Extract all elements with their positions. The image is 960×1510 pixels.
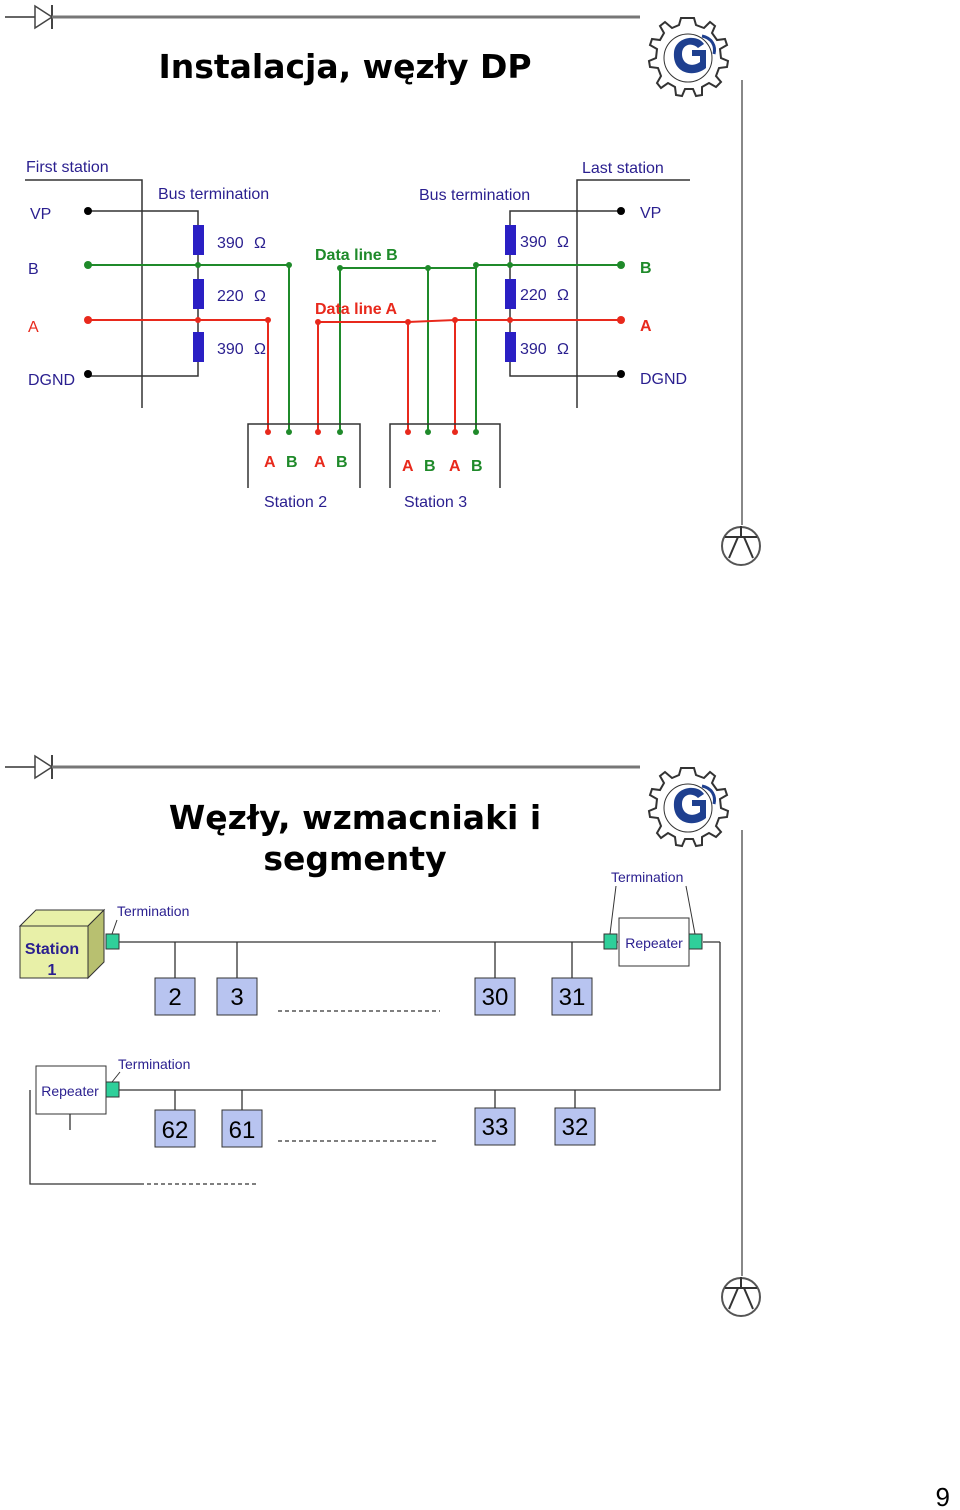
slide1-title: Instalacja, węzły DP (158, 47, 531, 86)
st2-pin-b1: B (286, 454, 298, 471)
repeater-bottom-label: Repeater (41, 1083, 99, 1099)
st3-pin-b2: B (471, 458, 483, 475)
last-station-box (576, 179, 690, 408)
terminator-4 (105, 1081, 120, 1098)
node-32 (554, 1107, 596, 1146)
slide-2: Węzły, wzmacniaki i segmenty Termination… (5, 754, 761, 1317)
data-line-b-label: Data line B (315, 247, 398, 264)
bus-segment-1 (106, 941, 721, 1091)
bus-termination-left-label: Bus termination (158, 186, 269, 203)
node-3 (216, 977, 258, 1016)
dgnd-right-label: DGND (640, 371, 687, 388)
node-33-label: 33 (482, 1114, 509, 1141)
r3-left-unit: Ω (254, 341, 266, 358)
first-station-label: First station (26, 159, 109, 176)
node-30 (474, 977, 516, 1016)
repeater-top (618, 917, 690, 967)
node-30-label: 30 (482, 984, 509, 1011)
node-31 (551, 977, 593, 1016)
left-termination-network (88, 210, 199, 377)
terminator-1 (105, 933, 120, 950)
node-31-label: 31 (559, 984, 586, 1011)
station-1-label-line2: 1 (48, 962, 57, 979)
station-1-box (18, 908, 106, 980)
r1-left-unit: Ω (254, 235, 266, 252)
termination-label-3: Termination (118, 1056, 190, 1072)
r3-right-value: 390 (520, 341, 547, 358)
diode-icon (5, 754, 640, 780)
st3-pin-b1: B (424, 458, 436, 475)
r2-left-value: 220 (217, 288, 244, 305)
termination-label-1: Termination (117, 903, 189, 919)
r1-right-value: 390 (520, 234, 547, 251)
slide-1: Instalacja, węzły DP First station Last … (5, 4, 761, 566)
station2-connector (247, 423, 361, 488)
transistor-icon (721, 526, 761, 566)
gear-logo-icon (648, 767, 729, 847)
gear-logo-icon (648, 17, 729, 97)
resistors-right (505, 225, 516, 362)
node-2 (154, 977, 196, 1016)
slide2-title-line1: Węzły, wzmacniaki i (169, 798, 541, 837)
station3-label: Station 3 (404, 494, 467, 511)
r3-right-unit: Ω (557, 341, 569, 358)
a-left-label: A (28, 319, 39, 336)
slide2-title-line2: segmenty (263, 839, 446, 878)
station2-label: Station 2 (264, 494, 327, 511)
termination-label-2: Termination (611, 869, 683, 885)
first-station-box (25, 179, 143, 408)
a-right-label: A (640, 318, 652, 335)
st2-pin-b2: B (336, 454, 348, 471)
diode-icon (5, 4, 640, 30)
vp-right-label: VP (640, 205, 661, 222)
station3-connector (389, 423, 501, 488)
r2-right-unit: Ω (557, 287, 569, 304)
terminator-2 (603, 933, 618, 950)
vp-left-label: VP (30, 206, 51, 223)
b-right-label: B (640, 260, 652, 277)
node-32-label: 32 (562, 1114, 589, 1141)
repeater-top-label: Repeater (625, 935, 683, 951)
st2-pin-a1: A (264, 454, 276, 471)
r2-right-value: 220 (520, 287, 547, 304)
last-station-label: Last station (582, 160, 664, 177)
data-line-a-label: Data line A (315, 301, 398, 318)
bus-segment-2 (29, 1090, 576, 1185)
r1-right-unit: Ω (557, 234, 569, 251)
resistors-left (193, 225, 204, 362)
node-62-label: 62 (162, 1117, 189, 1144)
node-3-label: 3 (230, 984, 243, 1011)
node-61 (221, 1109, 263, 1148)
node-62 (154, 1109, 196, 1148)
st3-pin-a1: A (402, 458, 414, 475)
st2-pin-a2: A (314, 454, 326, 471)
station-1-label-line1: Station (25, 941, 79, 958)
node-61-label: 61 (229, 1117, 256, 1144)
dgnd-left-label: DGND (28, 372, 75, 389)
terminator-3 (688, 933, 703, 950)
node-33 (474, 1107, 516, 1146)
st3-pin-a2: A (449, 458, 461, 475)
b-left-label: B (28, 261, 39, 278)
r3-left-value: 390 (217, 341, 244, 358)
bus-termination-right-label: Bus termination (419, 187, 530, 204)
transistor-icon (721, 1277, 761, 1317)
page-number: 9 (936, 1482, 950, 1510)
r1-left-value: 390 (217, 235, 244, 252)
repeater-bottom (35, 1065, 107, 1115)
node-2-label: 2 (168, 984, 181, 1011)
r2-left-unit: Ω (254, 288, 266, 305)
